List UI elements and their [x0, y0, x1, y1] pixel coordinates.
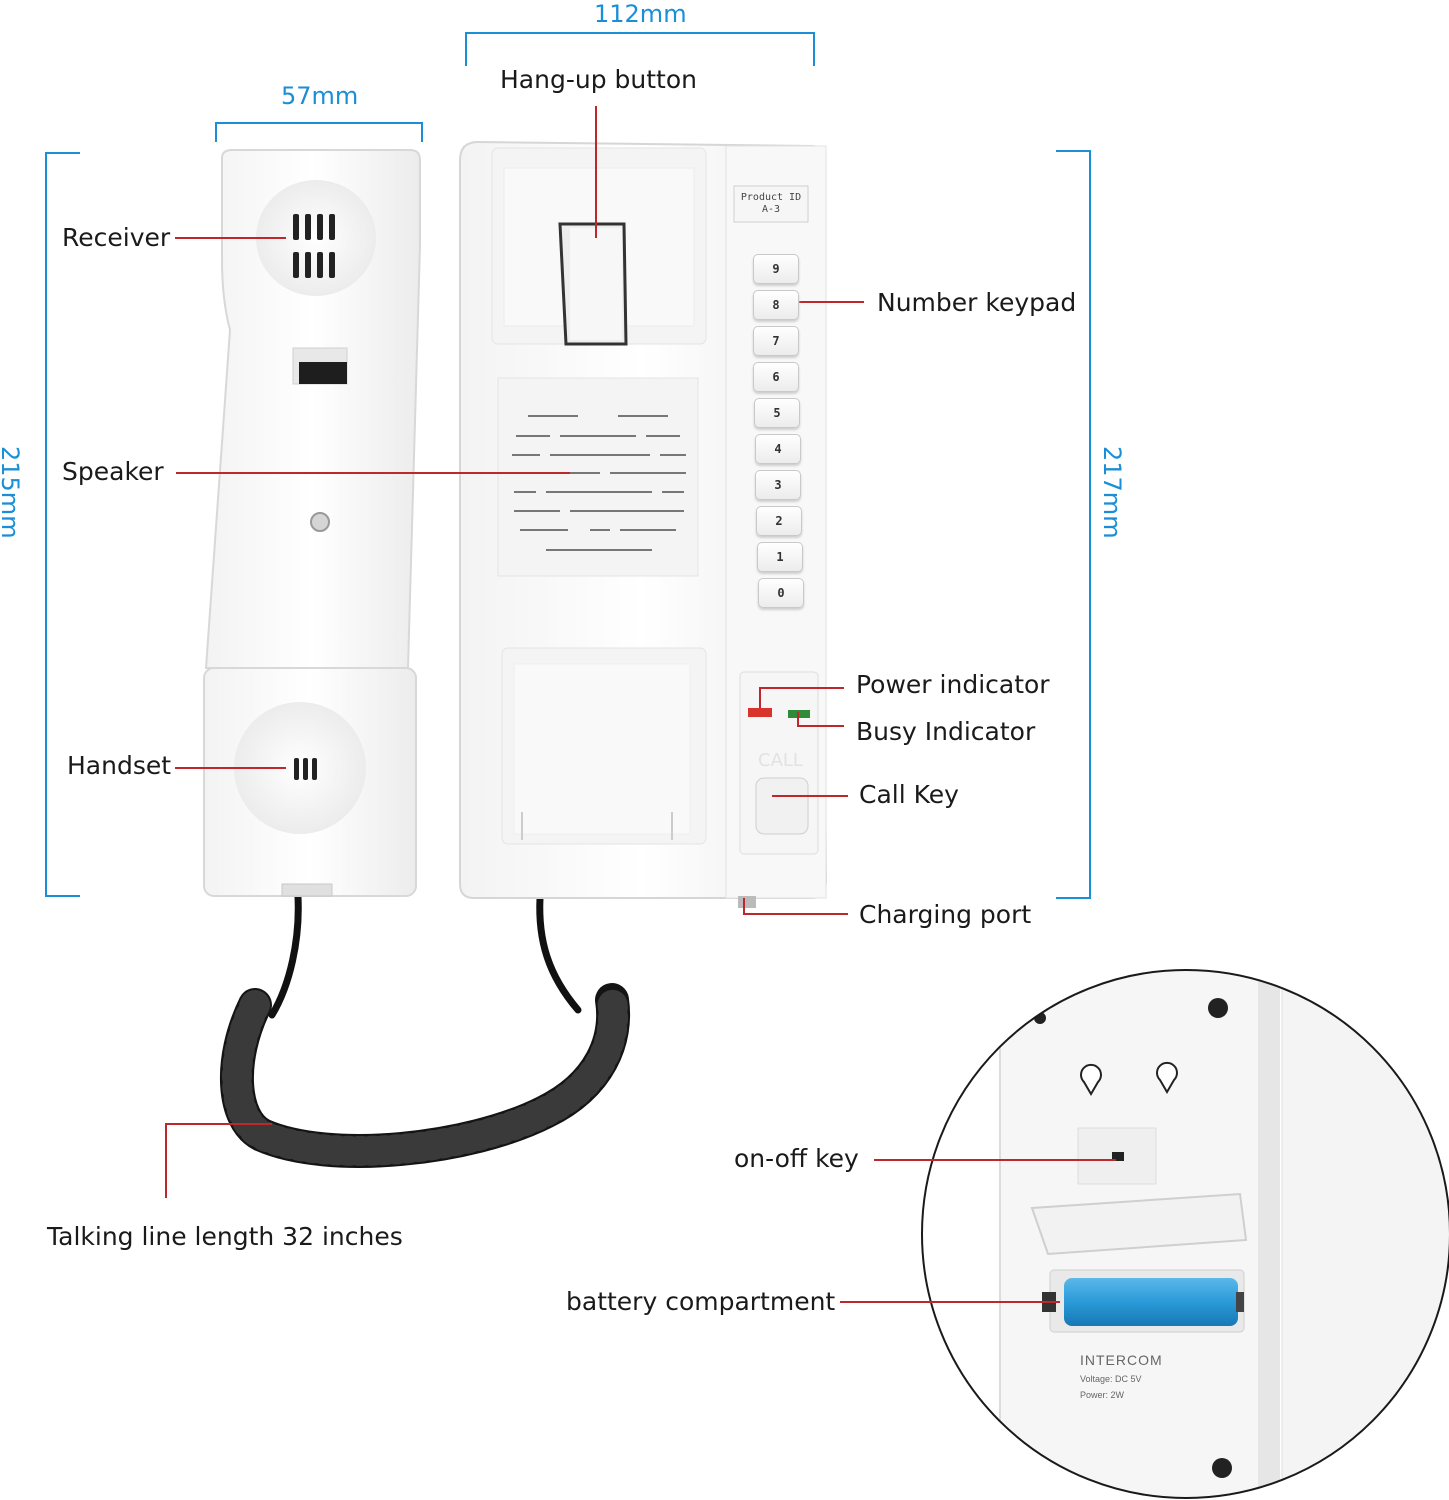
key-4[interactable]: 4	[755, 434, 801, 464]
label-power-indicator: Power indicator	[856, 670, 1050, 699]
dimension-handset-width: 57mm	[281, 82, 359, 110]
leader-power	[759, 687, 844, 708]
label-receiver: Receiver	[62, 223, 171, 252]
label-call-key: Call Key	[859, 780, 959, 809]
leader-lines	[165, 106, 1116, 1303]
label-battery-compartment: battery compartment	[566, 1287, 836, 1316]
call-imprint: CALL	[758, 750, 803, 771]
label-speaker: Speaker	[62, 457, 164, 486]
key-7[interactable]: 7	[753, 326, 799, 356]
intercom-label: INTERCOM	[1080, 1352, 1163, 1368]
handset-height-bracket	[45, 152, 80, 897]
leader-busy	[797, 712, 844, 727]
width-bracket-top	[465, 32, 815, 66]
key-6[interactable]: 6	[753, 362, 799, 392]
key-9[interactable]: 9	[753, 254, 799, 284]
product-id-line2: A-3	[761, 204, 781, 215]
key-0[interactable]: 0	[758, 578, 804, 608]
product-id-line1: Product ID	[740, 192, 802, 203]
back-view-inset	[921, 969, 1449, 1499]
label-number-keypad: Number keypad	[877, 288, 1077, 317]
key-5[interactable]: 5	[754, 398, 800, 428]
leader-charging	[743, 898, 848, 915]
dimension-width-top: 112mm	[594, 0, 687, 28]
handset-drawing	[203, 149, 421, 897]
power-rating-label: Power: 2W	[1080, 1390, 1125, 1400]
coiled-cord	[219, 893, 631, 1168]
label-talking-line: Talking line length 32 inches	[47, 1222, 403, 1251]
dimension-base-height: 217mm	[1098, 446, 1126, 539]
label-busy-indicator: Busy Indicator	[856, 717, 1036, 746]
label-charging-port: Charging port	[859, 900, 1032, 929]
key-1[interactable]: 1	[757, 542, 803, 572]
handset-width-bracket	[215, 122, 423, 142]
base-unit-drawing	[459, 140, 828, 908]
base-height-bracket	[1056, 150, 1091, 899]
dimension-handset-height: 215mm	[0, 446, 24, 539]
label-hang-up-button: Hang-up button	[500, 65, 697, 94]
key-3[interactable]: 3	[755, 470, 801, 500]
dimension-brackets	[45, 32, 1091, 899]
label-on-off-key: on-off key	[734, 1144, 859, 1173]
product-id-label: Product ID A-3	[736, 192, 806, 216]
label-handset: Handset	[67, 751, 172, 780]
key-8[interactable]: 8	[753, 290, 799, 320]
key-2[interactable]: 2	[756, 506, 802, 536]
voltage-label: Voltage: DC 5V	[1080, 1374, 1142, 1384]
leader-talking-line	[165, 1123, 272, 1198]
